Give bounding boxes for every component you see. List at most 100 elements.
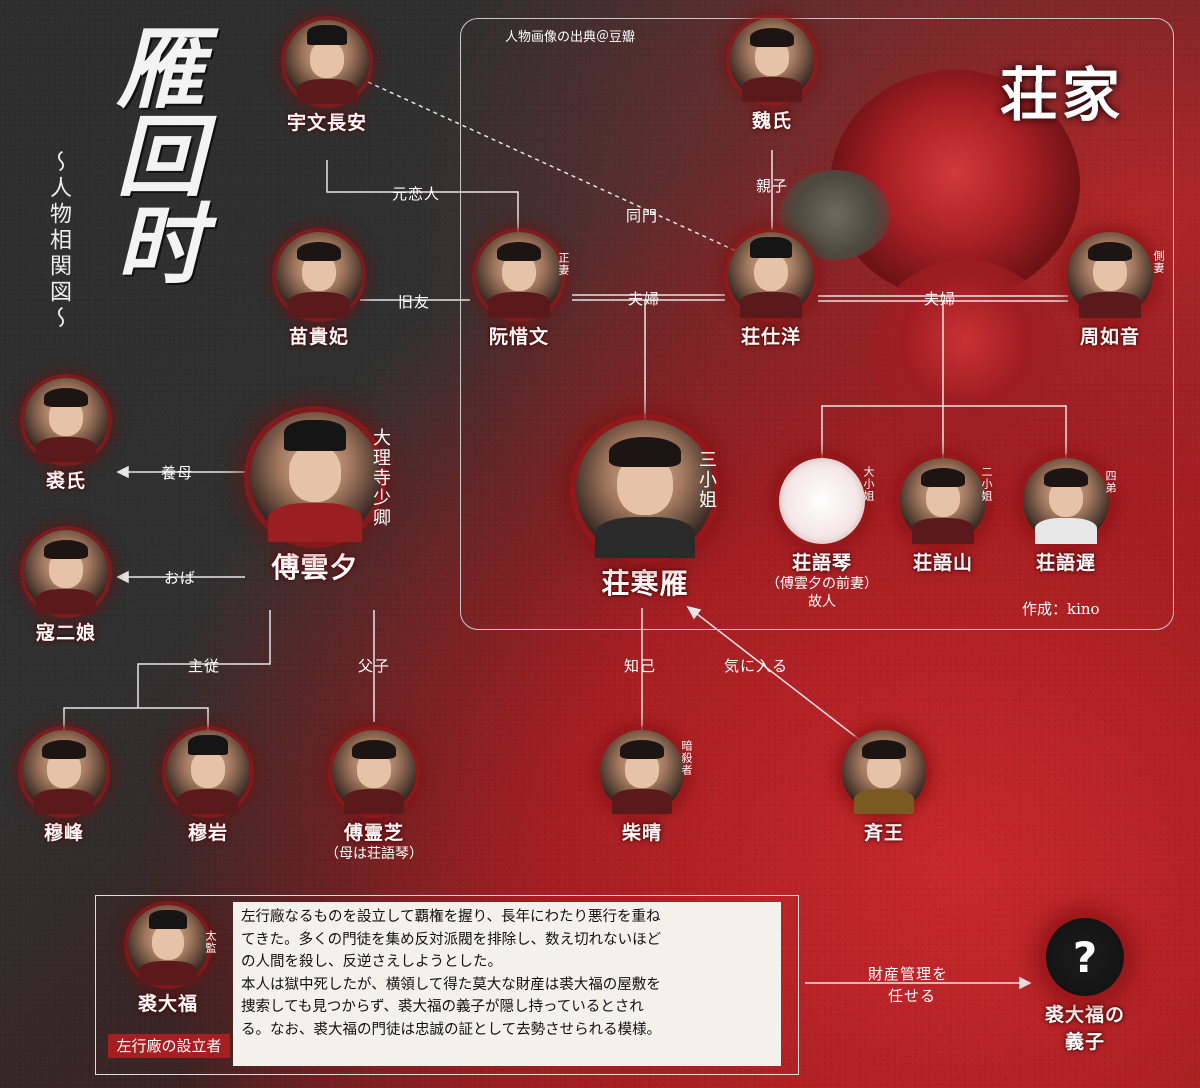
character-name: 傅雲夕 xyxy=(271,551,359,584)
character-note: 側妻 xyxy=(1152,250,1165,274)
woman-portrait-icon xyxy=(476,232,562,318)
question-mark-icon: ? xyxy=(1046,918,1124,996)
relation-label: 父子 xyxy=(358,657,391,675)
character-chai[interactable]: 柴晴 xyxy=(577,730,707,845)
prince-portrait-icon xyxy=(842,730,926,814)
character-miao[interactable]: 苗貴妃 xyxy=(254,232,384,349)
description-line: の人間を殺し、反逆さえしようとした。 xyxy=(241,954,502,970)
character-fuling[interactable]: 傅霊芝 （母は荘語琴） xyxy=(318,730,430,863)
description-line: 捜索しても見つからず、裘大福の義子が隠し持っているとされ xyxy=(241,999,644,1015)
character-name: 荘語山 xyxy=(912,552,973,574)
character-zhuangshi[interactable]: 荘仕洋 xyxy=(706,232,836,349)
elder-woman-portrait-icon xyxy=(730,18,814,102)
character-note: 暗殺者 xyxy=(680,740,693,776)
character-weishi[interactable]: 魏氏 xyxy=(707,18,837,133)
character-name: 宇文長安 xyxy=(286,112,367,134)
relation-label: 養母 xyxy=(161,464,194,482)
relation-label: 旧友 xyxy=(398,293,431,311)
character-name: 柴晴 xyxy=(621,822,662,844)
character-note: 大小姐 xyxy=(862,466,875,502)
relation-label: 知己 xyxy=(624,657,657,675)
character-name: 斉王 xyxy=(863,822,904,844)
character-yuqin[interactable]: 荘語琴 （傅雲夕の前妻） 故人 xyxy=(757,458,887,611)
character-name: 傅霊芝 xyxy=(343,822,404,844)
character-name: 穆岩 xyxy=(187,822,228,844)
character-qiwang[interactable]: 斉王 xyxy=(819,730,949,845)
official-portrait-icon xyxy=(285,20,369,104)
character-name-line2: 義子 xyxy=(1064,1031,1105,1053)
relation-label: 気に入る xyxy=(724,657,789,675)
official-portrait-icon xyxy=(728,232,814,318)
relation-label: 親子 xyxy=(756,177,789,195)
character-note: 大理寺少卿 xyxy=(370,428,391,528)
eunuch-portrait-icon xyxy=(128,905,208,985)
character-name: 荘語琴 xyxy=(791,552,852,574)
family-frame xyxy=(460,18,1174,630)
character-zhou[interactable]: 周如音 xyxy=(1045,232,1175,349)
character-unknown[interactable]: ? 裘大福の 義子 xyxy=(1020,918,1150,1054)
rose-decoration xyxy=(870,260,1060,440)
elder-woman-portrait-icon xyxy=(24,378,108,462)
character-name: 荘寒雁 xyxy=(601,567,689,600)
character-subnote: （傅雲夕の前妻） xyxy=(766,576,878,592)
character-subnote: 故人 xyxy=(808,594,836,610)
character-name: 裘大福の xyxy=(1044,1004,1125,1026)
character-name: 荘語遅 xyxy=(1035,552,1096,574)
character-note: 二小姐 xyxy=(980,466,993,502)
character-name: 裘大福 xyxy=(137,993,198,1015)
info-box xyxy=(95,895,799,1075)
relation-label: 夫婦 xyxy=(924,290,957,308)
silhouette-portrait-icon xyxy=(779,458,865,544)
character-note: 四弟 xyxy=(1104,470,1117,494)
founder-badge: 左行廠の設立者 xyxy=(108,1034,230,1058)
consort-portrait-icon xyxy=(276,232,362,318)
relation-label: 財産管理を xyxy=(868,965,949,983)
character-kou[interactable]: 寇二娘 xyxy=(1,530,131,645)
character-pei[interactable]: 裘氏 xyxy=(1,378,131,493)
official-portrait-icon xyxy=(250,412,380,542)
assassin-portrait-icon xyxy=(600,730,684,814)
character-note: 正妻 xyxy=(557,252,570,276)
relation-label: 同門 xyxy=(626,207,659,225)
character-name: 阮惜文 xyxy=(488,326,549,348)
description-line: てきた。多くの門徒を集め反対派閥を排除し、数え切れないほど xyxy=(241,931,662,948)
relation-label: 夫婦 xyxy=(628,290,661,308)
character-mufeng[interactable]: 穆峰 xyxy=(0,730,129,845)
character-muyan[interactable]: 穆岩 xyxy=(143,730,273,845)
character-subnote: （母は荘語琴） xyxy=(325,846,423,862)
character-name: 周如音 xyxy=(1079,326,1140,348)
character-peidafu[interactable]: 裘大福 xyxy=(103,905,233,1016)
description-panel: 左行廠なるものを設立して覇権を握り、長年にわたり悪行を重ね てきた。多くの門徒を… xyxy=(233,902,781,1066)
relation-label: 任せる xyxy=(888,987,937,1005)
child-portrait-icon xyxy=(332,730,416,814)
relation-label: おば xyxy=(164,569,197,587)
character-note: 太監 xyxy=(204,930,217,954)
guard-portrait-icon xyxy=(166,730,250,814)
description-line: 左行廠なるものを設立して覇権を握り、長年にわたり悪行を重ね xyxy=(241,909,661,925)
guard-portrait-icon xyxy=(22,730,106,814)
family-label: 荘家 xyxy=(1000,61,1125,129)
character-uwen[interactable]: 宇文長安 xyxy=(262,20,392,135)
woman-portrait-icon xyxy=(24,530,108,614)
lady-portrait-icon xyxy=(576,420,714,558)
character-name: 苗貴妃 xyxy=(288,326,349,348)
author-credit: 作成：kino xyxy=(1022,600,1100,618)
character-ruan[interactable]: 阮惜文 xyxy=(454,232,584,349)
character-fu[interactable]: 傅雲夕 xyxy=(240,412,390,586)
character-name: 寇二娘 xyxy=(35,622,96,644)
chart-subtitle: 〜人物相関図〜 xyxy=(46,150,71,332)
description-line: る。なお、裘大福の門徒は忠誠の証として去勢させられる模様。 xyxy=(241,1021,662,1038)
drama-title: 雁回时 xyxy=(102,22,206,286)
image-credit: 人物画像の出典＠豆瓣 xyxy=(505,30,636,45)
description-line: 本人は獄中死したが、横領して得た莫大な財産は裘大福の屋敷を xyxy=(241,976,661,993)
character-yuchi[interactable]: 荘語遅 xyxy=(1001,458,1131,575)
young-man-portrait-icon xyxy=(1023,458,1109,544)
character-name: 魏氏 xyxy=(751,110,792,132)
character-note: 三小姐 xyxy=(696,450,717,510)
character-yushan[interactable]: 荘語山 xyxy=(878,458,1008,575)
character-name: 裘氏 xyxy=(45,470,86,492)
relation-label: 元恋人 xyxy=(392,185,441,203)
character-han[interactable]: 荘寒雁 xyxy=(565,420,725,602)
woman-portrait-icon xyxy=(1067,232,1153,318)
